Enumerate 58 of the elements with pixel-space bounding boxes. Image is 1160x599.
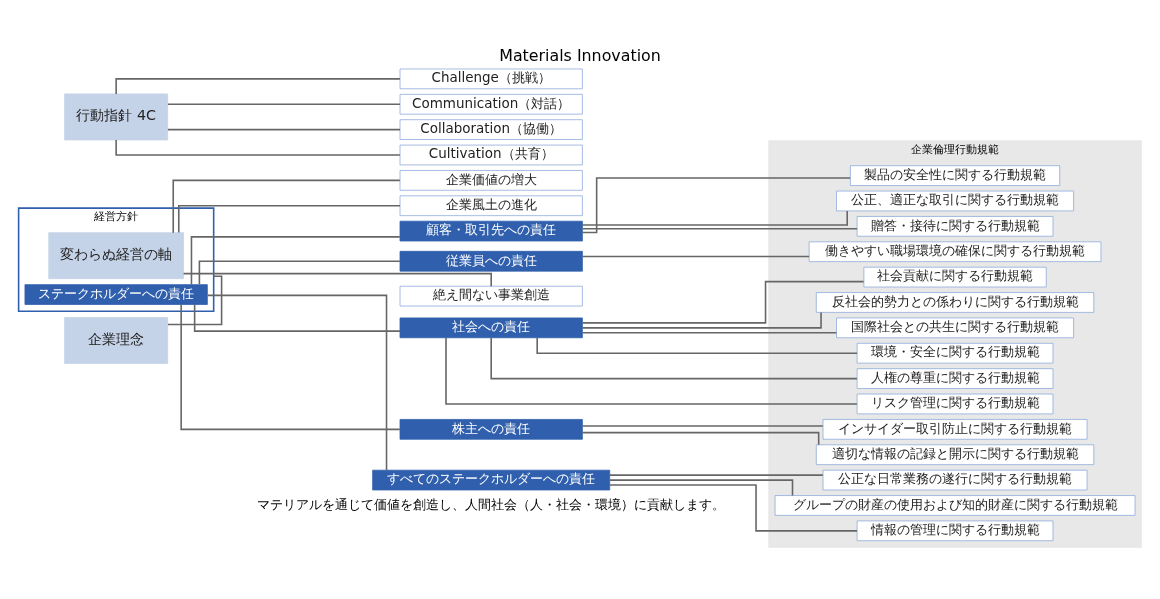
connector <box>172 179 401 234</box>
connector <box>581 280 865 324</box>
connector <box>609 479 794 497</box>
connector <box>581 177 851 234</box>
node-box: 行動指針 4C <box>64 93 169 141</box>
connector <box>581 255 810 258</box>
connector <box>206 294 388 471</box>
connector <box>581 332 838 334</box>
connector <box>490 337 858 380</box>
node-box: 国際社会との共生に関する行動規範 <box>836 317 1074 339</box>
connector <box>167 275 223 326</box>
node-box: 社会貢献に関する行動規範 <box>863 266 1047 288</box>
connector <box>445 337 858 405</box>
node-box: Communication（対話） <box>399 93 583 115</box>
node-box: 従業員への責任 <box>399 250 583 272</box>
node-box: 株主への責任 <box>399 419 583 440</box>
connector <box>167 103 401 106</box>
label: マテリアルを通じて価値を創造し、人間社会（人・社会・環境）に貢献します。 <box>257 495 726 512</box>
node-box: 製品の安全性に関する行動規範 <box>850 165 1061 186</box>
connector <box>167 128 401 131</box>
diagram-title: Materials Innovation <box>499 46 661 66</box>
node-box: グループの財産の使用および知的財産に関する行動規範 <box>774 495 1136 516</box>
connector <box>581 431 820 446</box>
connector <box>581 227 858 230</box>
node-box: Collaboration（協働） <box>399 119 583 140</box>
node-box: Cultivation（共育） <box>399 144 583 166</box>
connector <box>180 303 401 431</box>
node-box: リスク管理に関する行動規範 <box>856 393 1054 415</box>
connector <box>193 303 401 332</box>
node-box: すべてのステークホルダーへの責任 <box>372 469 611 491</box>
node-box: 公正、適正な取引に関する行動規範 <box>836 190 1074 212</box>
node-box: インサイダー取引防止に関する行動規範 <box>822 419 1088 440</box>
node-box: 顧客・取引先への責任 <box>399 220 583 242</box>
connector <box>198 260 401 286</box>
node-box: 人権の尊重に関する行動規範 <box>856 368 1054 389</box>
node-box: 絶え間ない事業創造 <box>399 285 583 307</box>
connector <box>190 236 401 286</box>
node-box: 企業風土の進化 <box>399 195 583 217</box>
node-box: 働きやすい職場環境の確保に関する行動規範 <box>808 241 1102 263</box>
node-box: 企業価値の増大 <box>399 170 583 191</box>
connector <box>581 425 824 427</box>
node-box: 環境・安全に関する行動規範 <box>856 342 1054 364</box>
node-box: 情報の管理に関する行動規範 <box>856 520 1054 542</box>
node-box: 社会への責任 <box>399 317 583 339</box>
node-box: 変わらぬ経営の軸 <box>48 232 184 280</box>
connector <box>178 204 401 234</box>
node-box: ステークホルダーへの責任 <box>24 284 208 305</box>
connector <box>609 484 858 532</box>
connector <box>182 272 492 287</box>
node-box: Challenge（挑戦） <box>399 68 583 90</box>
node-box: 公正な日常業務の遂行に関する行動規範 <box>822 469 1088 491</box>
connector <box>581 210 848 226</box>
node-box: 企業理念 <box>64 317 169 364</box>
node-box: 反社会的勢力との係わりに関する行動規範 <box>815 292 1095 313</box>
node-box: 適切な情報の記録と開示に関する行動規範 <box>815 444 1095 466</box>
connector <box>608 474 824 476</box>
connector <box>581 311 822 329</box>
node-box: 贈答・接待に関する行動規範 <box>856 216 1054 237</box>
